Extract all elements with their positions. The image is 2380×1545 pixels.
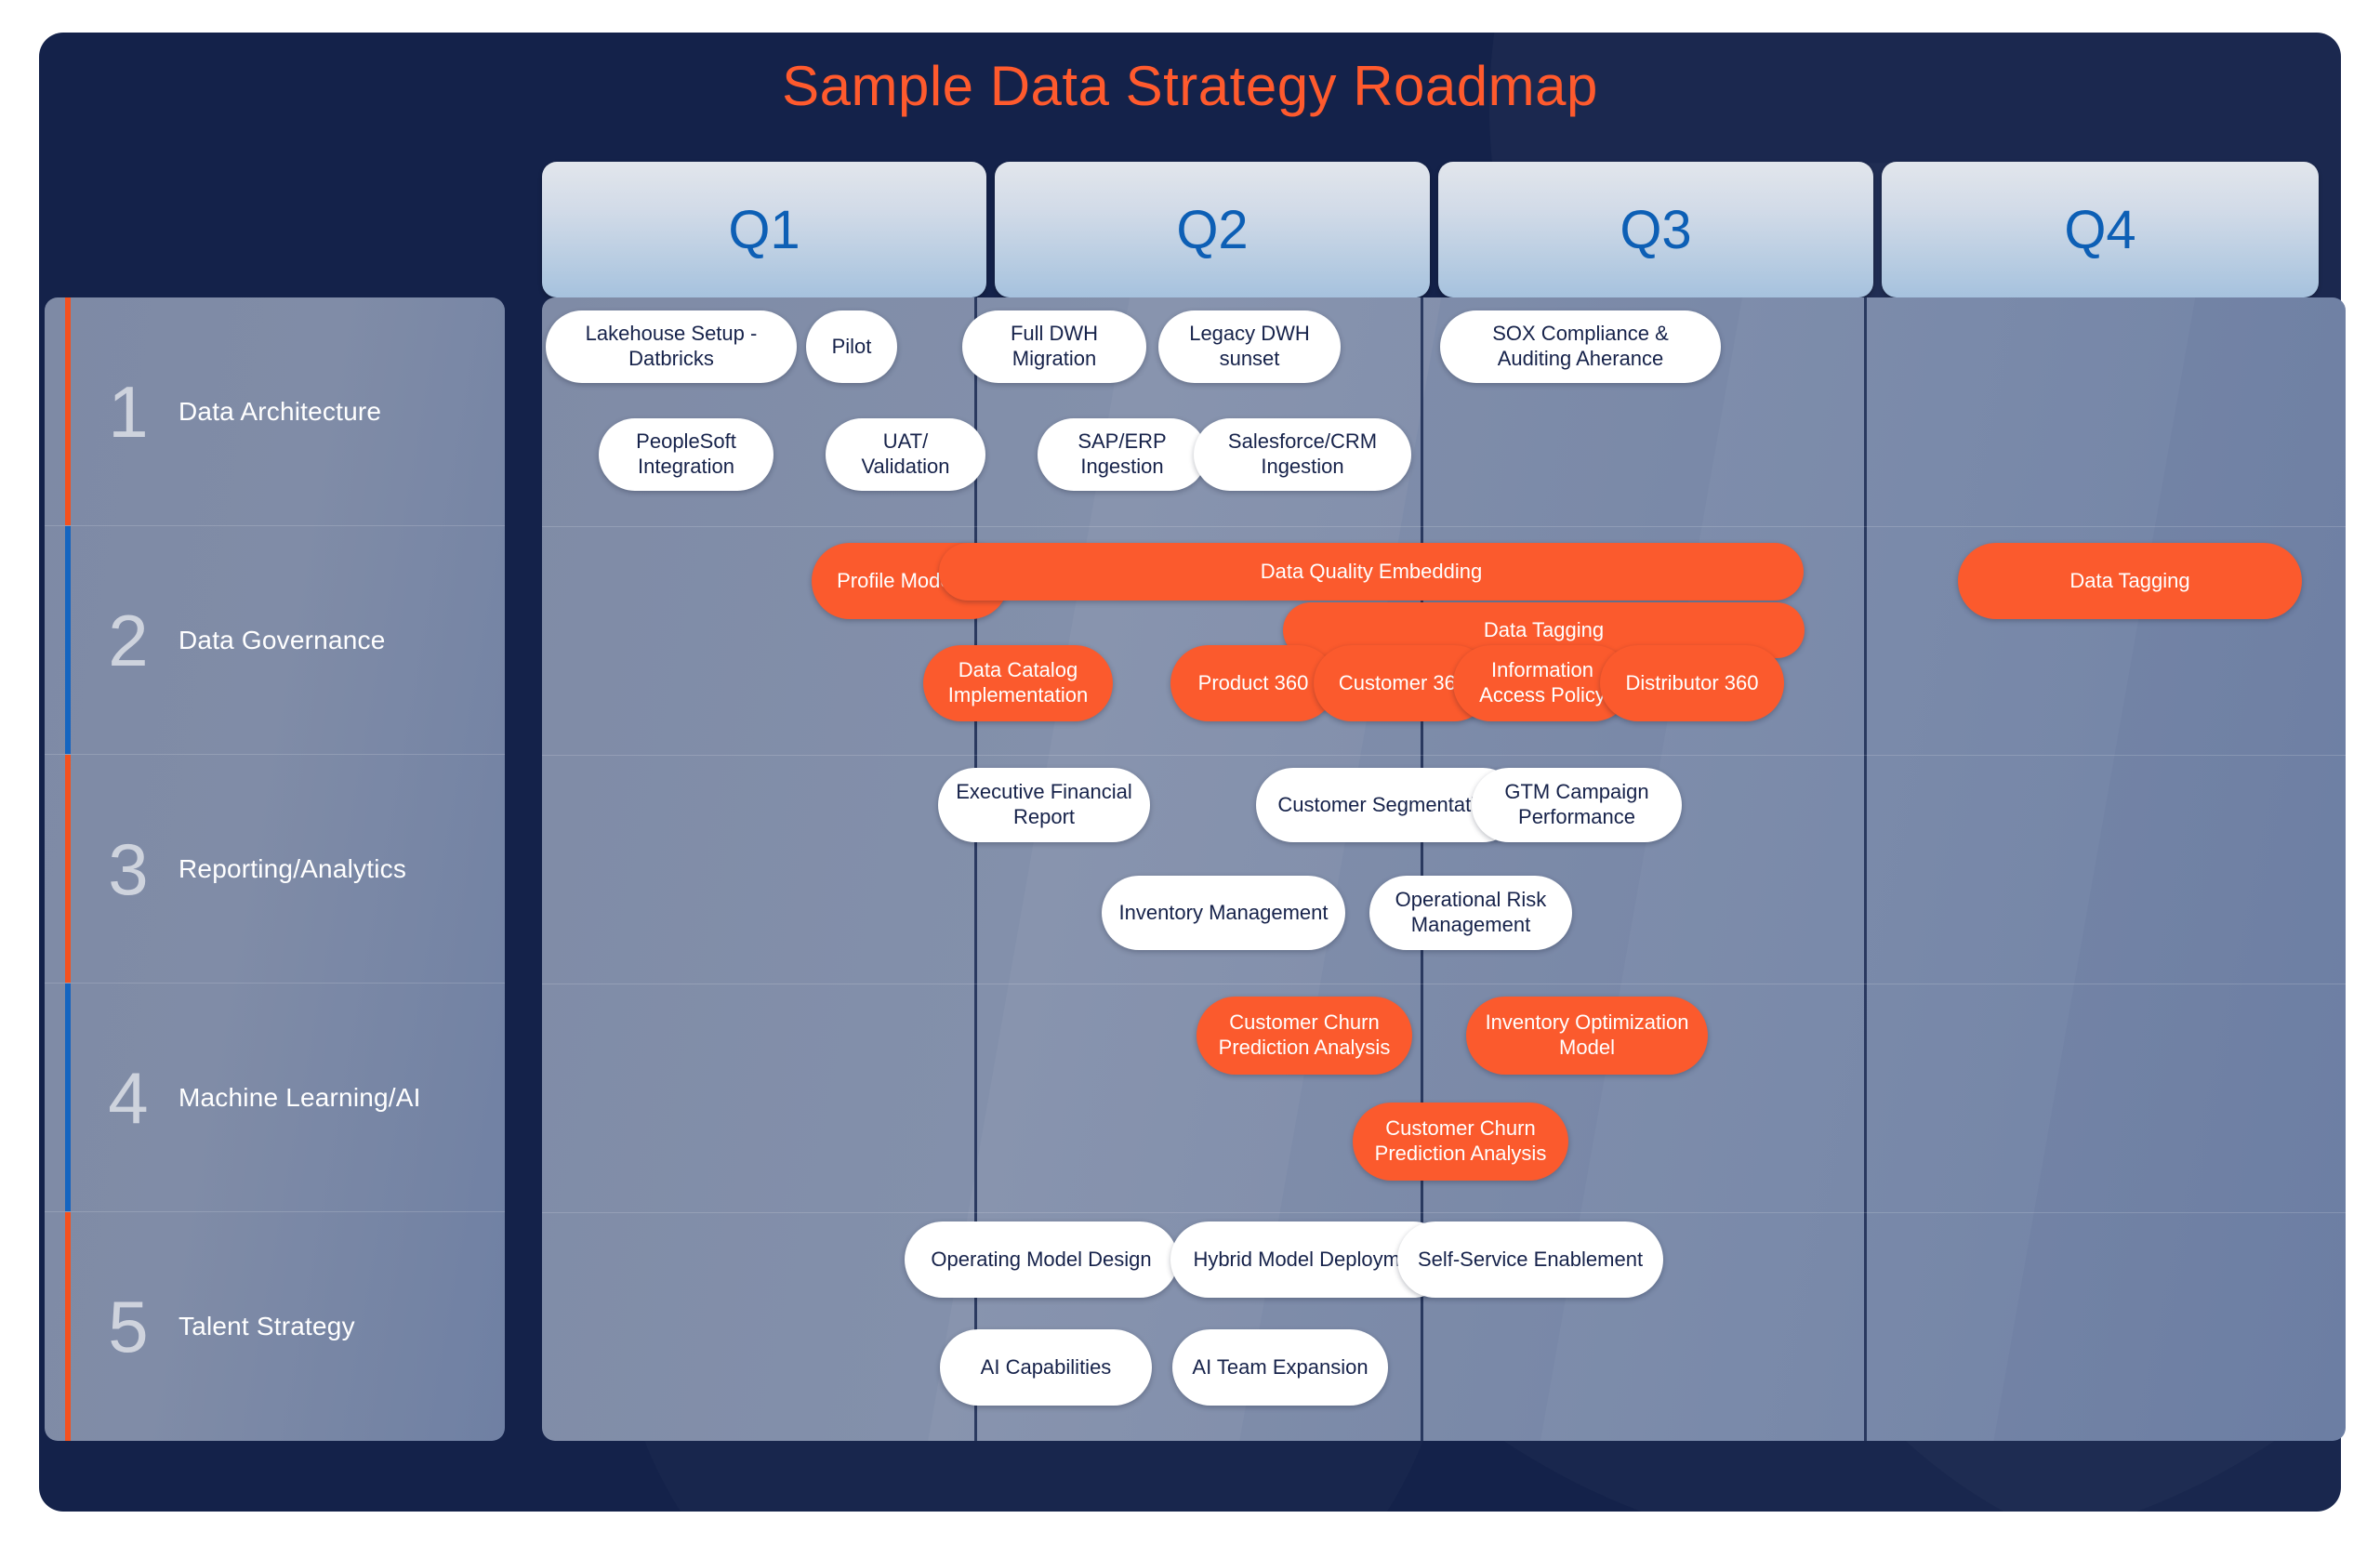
- task-pill[interactable]: Pilot: [806, 310, 897, 383]
- task-pill[interactable]: GTM Campaign Performance: [1472, 768, 1682, 842]
- task-pill[interactable]: Customer Churn Prediction Analysis: [1353, 1103, 1568, 1181]
- task-pill[interactable]: Data Quality Embedding: [939, 543, 1804, 601]
- workstream-row-3[interactable]: 3 Reporting/Analytics: [45, 755, 505, 984]
- row-number: 1: [108, 370, 149, 453]
- task-pill[interactable]: Data Catalog Implementation: [923, 645, 1113, 721]
- task-pill[interactable]: AI Team Expansion: [1172, 1329, 1388, 1406]
- task-pill[interactable]: PeopleSoft Integration: [599, 418, 774, 491]
- grid-row-divider: [542, 1212, 2346, 1213]
- workstream-row-5[interactable]: 5 Talent Strategy: [45, 1212, 505, 1441]
- grid-column-divider: [1864, 297, 1867, 1441]
- task-pill[interactable]: Inventory Management: [1102, 876, 1345, 950]
- row-label: Reporting/Analytics: [178, 853, 407, 883]
- row-number: 2: [108, 599, 149, 681]
- workstream-row-2[interactable]: 2 Data Governance: [45, 526, 505, 755]
- task-pill[interactable]: Full DWH Migration: [962, 310, 1146, 383]
- task-pill[interactable]: Legacy DWH sunset: [1158, 310, 1341, 383]
- task-pill[interactable]: AI Capabilities: [940, 1329, 1152, 1406]
- task-pill[interactable]: Lakehouse Setup - Datbricks: [546, 310, 797, 383]
- task-pill[interactable]: Inventory Optimization Model: [1466, 997, 1708, 1075]
- task-pill[interactable]: UAT/ Validation: [826, 418, 985, 491]
- row-number: 5: [108, 1286, 149, 1367]
- row-accent-bar: [65, 526, 71, 754]
- row-label: Data Architecture: [178, 396, 382, 426]
- task-pill[interactable]: SAP/ERP Ingestion: [1038, 418, 1207, 491]
- task-pill[interactable]: Self-Service Enablement: [1397, 1221, 1663, 1298]
- quarter-header-q3[interactable]: Q3: [1438, 162, 1873, 297]
- row-label: Data Governance: [178, 625, 386, 654]
- task-pill[interactable]: Salesforce/CRM Ingestion: [1194, 418, 1411, 491]
- grid-column-divider: [974, 297, 977, 1441]
- row-accent-bar: [65, 984, 71, 1211]
- page-title: Sample Data Strategy Roadmap: [782, 55, 1598, 117]
- task-pill[interactable]: SOX Compliance & Auditing Aherance: [1440, 310, 1721, 383]
- row-accent-bar: [65, 1212, 71, 1441]
- workstream-row-4[interactable]: 4 Machine Learning/AI: [45, 984, 505, 1212]
- task-pill[interactable]: Distributor 360: [1600, 645, 1784, 721]
- quarter-header-q4[interactable]: Q4: [1882, 162, 2319, 297]
- task-pill[interactable]: Data Tagging: [1958, 543, 2302, 619]
- workstream-row-1[interactable]: 1 Data Architecture: [45, 297, 505, 526]
- task-pill[interactable]: Product 360: [1170, 645, 1336, 721]
- quarter-header-q1[interactable]: Q1: [542, 162, 986, 297]
- quarter-header-q2[interactable]: Q2: [995, 162, 1430, 297]
- grid-row-divider: [542, 526, 2346, 527]
- row-accent-bar: [65, 755, 71, 983]
- row-label: Machine Learning/AI: [178, 1082, 421, 1112]
- row-number: 4: [108, 1056, 149, 1139]
- row-number: 3: [108, 827, 149, 910]
- task-pill[interactable]: Operating Model Design: [905, 1221, 1178, 1298]
- grid-row-divider: [542, 755, 2346, 756]
- workstream-sidebar: 1 Data Architecture 2 Data Governance 3 Repor…: [45, 297, 505, 1441]
- task-pill[interactable]: Operational Risk Management: [1369, 876, 1572, 950]
- grid-column-divider: [1421, 297, 1423, 1441]
- task-pill[interactable]: Executive Financial Report: [938, 768, 1150, 842]
- row-accent-bar: [65, 297, 71, 525]
- row-label: Talent Strategy: [178, 1312, 355, 1340]
- task-pill[interactable]: Customer Churn Prediction Analysis: [1197, 997, 1412, 1075]
